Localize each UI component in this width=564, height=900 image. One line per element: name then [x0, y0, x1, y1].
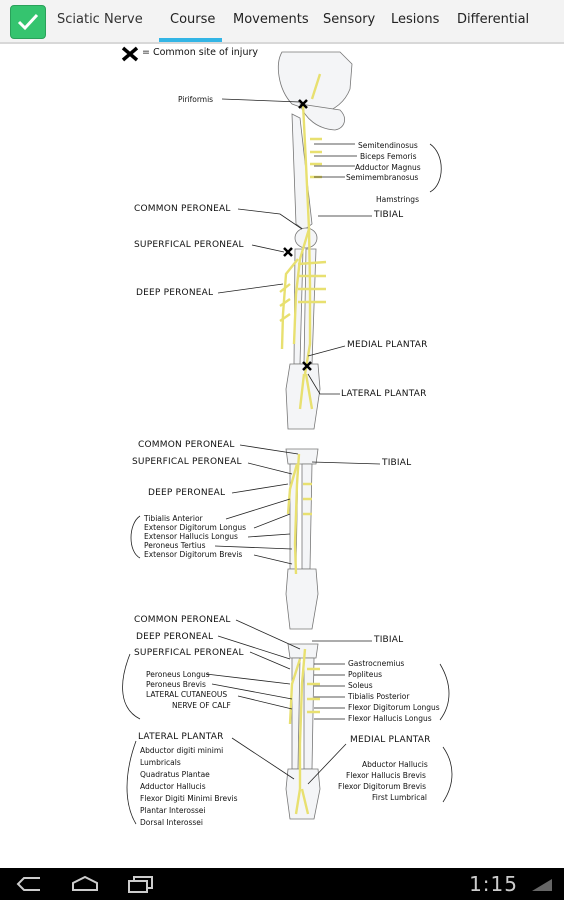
label-lateral-plantar-1: LATERAL PLANTAR — [341, 389, 427, 399]
tab-movements[interactable]: Movements — [233, 12, 309, 27]
label-tibial-3: TIBIAL — [374, 635, 404, 645]
muscle-label: Extensor Digitorum Longus — [144, 523, 247, 532]
legend-text: = Common site of injury — [142, 47, 258, 58]
muscle-label: Flexor Digiti Minimi Brevis — [140, 794, 238, 803]
label-common-peroneal-1: COMMON PERONEAL — [134, 204, 231, 214]
home-icon[interactable] — [70, 874, 100, 894]
label-superficial-peroneal-1: SUPERFICAL PERONEAL — [134, 240, 244, 250]
muscle-label: Adductor Hallucis — [140, 782, 206, 791]
tab-differential[interactable]: Differential — [457, 12, 530, 27]
muscle-label: Tibialis Posterior — [348, 692, 410, 701]
muscle-label: NERVE OF CALF — [172, 701, 231, 710]
label-common-peroneal-2: COMMON PERONEAL — [138, 440, 235, 450]
muscle-label: Peroneus Brevis — [146, 680, 206, 689]
action-bar: Sciatic Nerve Course Movements Sensory L… — [0, 0, 564, 44]
muscle-label: Flexor Digitorum Longus — [348, 703, 440, 712]
muscle-label: Flexor Digitorum Brevis — [338, 782, 427, 791]
signal-icon — [532, 879, 552, 891]
active-tab-indicator — [159, 38, 222, 42]
label-medial-plantar-1: MEDIAL PLANTAR — [347, 340, 428, 350]
label-superficial-peroneal-2: SUPERFICAL PERONEAL — [132, 457, 242, 467]
label-medial-plantar-3: MEDIAL PLANTAR — [350, 735, 431, 745]
muscle-label: Dorsal Interossei — [140, 818, 203, 827]
muscle-label: Extensor Hallucis Longus — [144, 532, 238, 541]
tab-sensory[interactable]: Sensory — [323, 12, 376, 27]
label-deep-peroneal-2: DEEP PERONEAL — [148, 488, 226, 498]
muscle-label: Soleus — [348, 681, 373, 690]
label-semitendinosus: Semitendinosus — [358, 141, 418, 150]
label-deep-peroneal-1: DEEP PERONEAL — [136, 288, 214, 298]
muscle-label: Plantar Interossei — [140, 806, 206, 815]
muscle-label: Gastrocnemius — [348, 659, 405, 668]
label-common-peroneal-3: COMMON PERONEAL — [134, 615, 231, 625]
muscle-label: LATERAL CUTANEOUS — [146, 690, 228, 699]
muscle-label: Flexor Hallucis Longus — [348, 714, 432, 723]
label-adductor-magnus: Adductor Magnus — [355, 163, 421, 172]
checkmark-icon[interactable] — [10, 5, 46, 39]
muscle-label: Abductor digiti minimi — [140, 746, 224, 755]
tab-lesions[interactable]: Lesions — [391, 12, 440, 27]
tab-course[interactable]: Course — [170, 12, 216, 27]
label-deep-peroneal-3: DEEP PERONEAL — [136, 632, 214, 642]
system-nav-bar: 1:15 — [0, 868, 564, 900]
muscle-label: Abductor Hallucis — [362, 760, 428, 769]
muscle-label: Peroneus Longus — [146, 670, 210, 679]
back-icon[interactable] — [14, 874, 44, 894]
label-piriformis: Piriformis — [178, 95, 214, 104]
injury-cross-icon — [121, 46, 139, 62]
muscle-label: First Lumbrical — [372, 793, 428, 802]
muscle-label: Lumbricals — [140, 758, 181, 767]
muscle-label: Tibialis Anterior — [144, 514, 203, 523]
status-clock: 1:15 — [469, 872, 518, 896]
label-hamstrings: Hamstrings — [376, 195, 419, 204]
label-superficial-peroneal-3: SUPERFICAL PERONEAL — [134, 648, 244, 658]
label-tibial-2: TIBIAL — [382, 458, 412, 468]
leg-skeleton-illustration — [122, 51, 453, 825]
muscle-label: Extensor Digitorum Brevis — [144, 550, 243, 559]
label-lateral-plantar-3: LATERAL PLANTAR — [138, 732, 224, 742]
muscle-label: Popliteus — [348, 670, 382, 679]
muscle-label: Quadratus Plantae — [140, 770, 210, 779]
label-tibial-1: TIBIAL — [374, 210, 404, 220]
course-diagram: = Common site of injury — [0, 44, 564, 868]
muscle-label: Flexor Hallucis Brevis — [346, 771, 426, 780]
label-semimembranosus: Semimembranosus — [346, 173, 419, 182]
recent-apps-icon[interactable] — [126, 874, 156, 894]
app-title: Sciatic Nerve — [57, 12, 143, 27]
muscle-label: Peroneus Tertius — [144, 541, 206, 550]
label-biceps-femoris: Biceps Femoris — [360, 152, 417, 161]
